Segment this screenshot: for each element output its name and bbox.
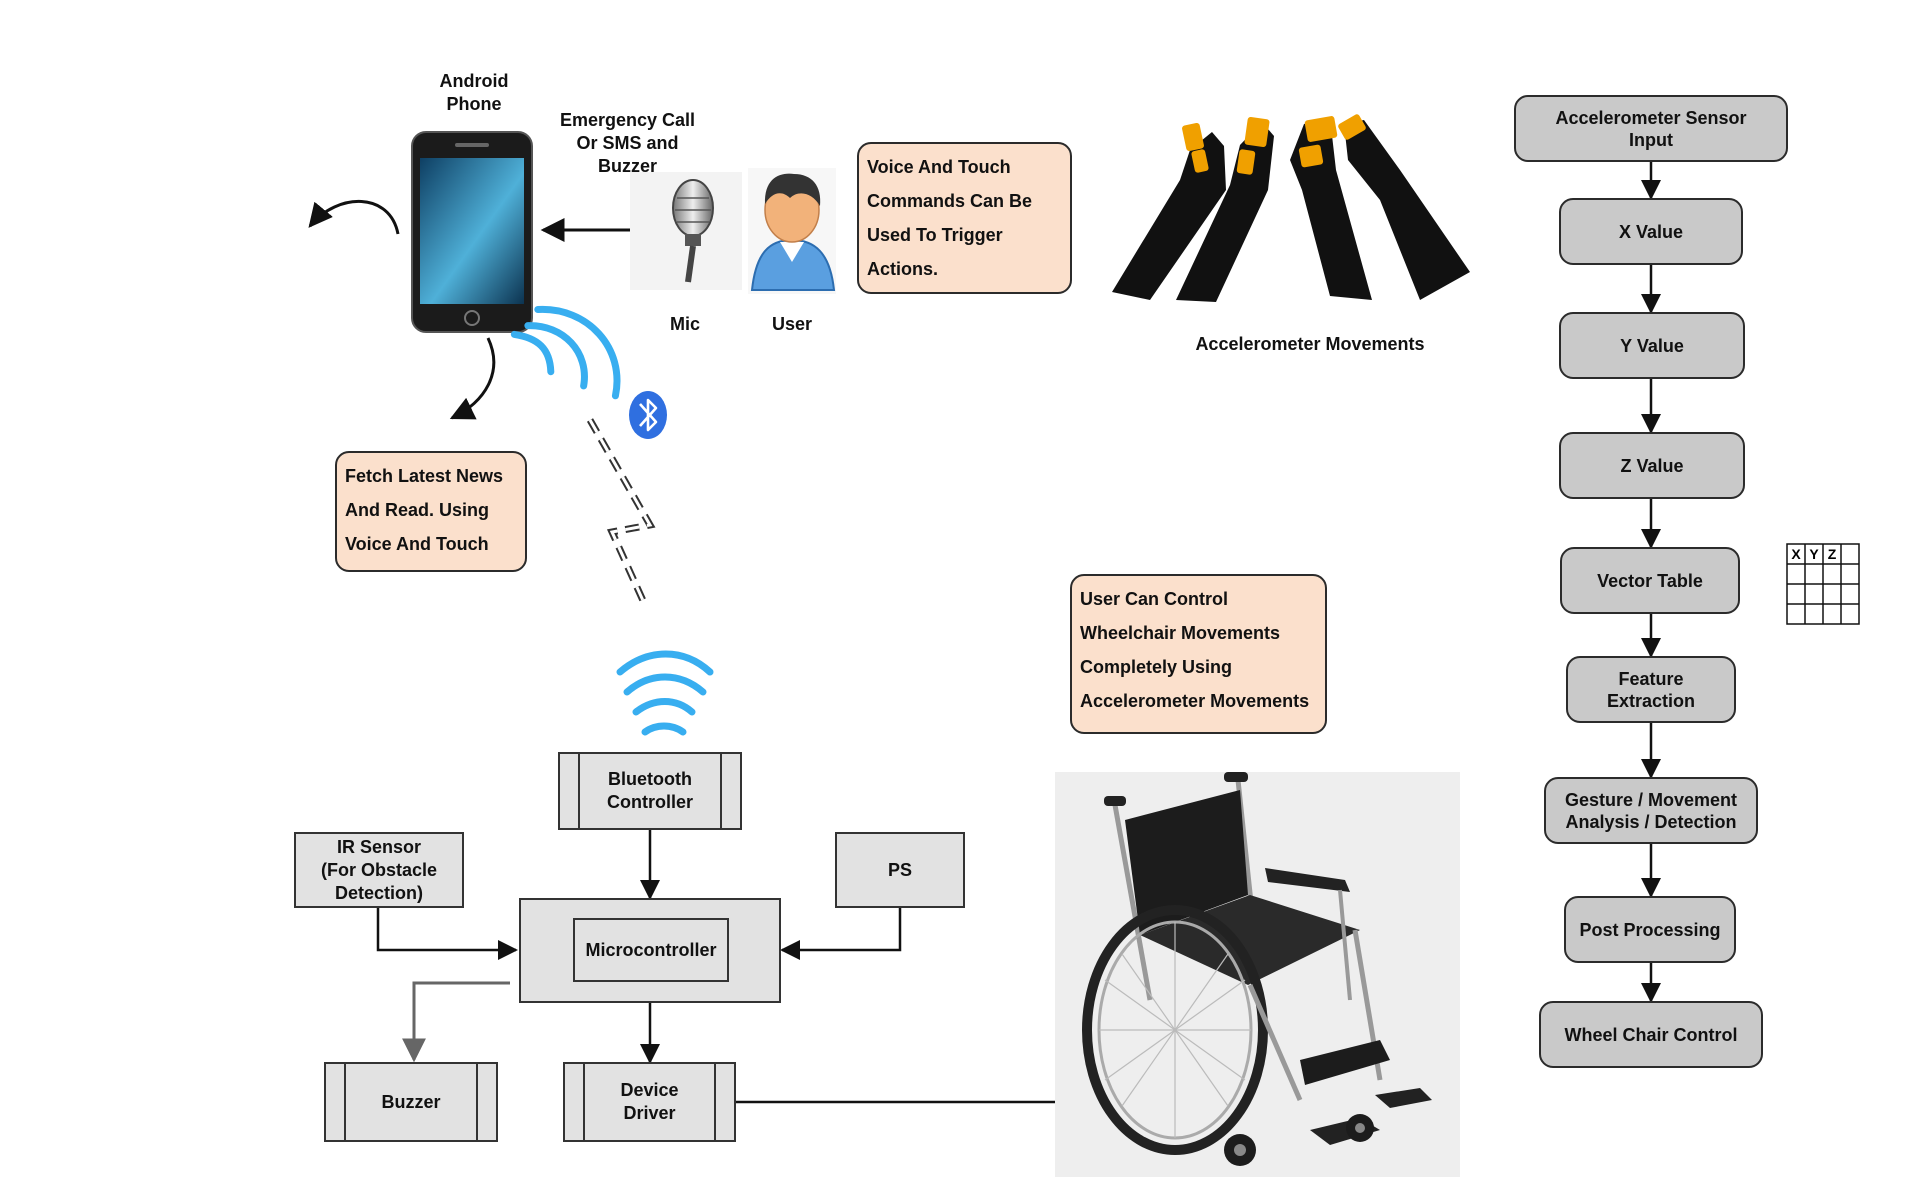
- vector-table-grid-icon: [1786, 543, 1860, 625]
- mic-label: Mic: [669, 314, 700, 334]
- flow-step-text: Accelerometer Sensor: [1555, 107, 1747, 128]
- wheelchair-note-line: Completely Using: [1080, 657, 1233, 677]
- accelerometer-caption: Accelerometer Movements: [1195, 334, 1425, 354]
- android-phone-label-line1: Android: [439, 71, 509, 91]
- bluetooth-controller-block: Bluetooth Controller: [558, 752, 742, 830]
- flow-step-text: Y Value: [1620, 335, 1684, 356]
- device-driver-block: Device Driver: [563, 1062, 736, 1142]
- device-driver-text: Driver: [623, 1103, 676, 1123]
- emergency-label: Emergency Call Or SMS and Buzzer: [540, 109, 715, 178]
- wireless-link: [586, 418, 656, 607]
- microcontroller-label-box: Microcontroller: [573, 918, 729, 982]
- buzzer-block: Buzzer: [324, 1062, 498, 1142]
- vector-header-x: X: [1791, 546, 1801, 562]
- flow-step-post-processing: Post Processing: [1564, 896, 1736, 963]
- bluetooth-signal-icon: [616, 650, 714, 736]
- flow-step-accelerometer-input: Accelerometer Sensor Input: [1514, 95, 1788, 162]
- voice-touch-note-line: Used To Trigger: [867, 225, 1003, 245]
- bluetooth-icon: [629, 391, 667, 439]
- accelerometer-hands-icon: [1112, 114, 1470, 302]
- buzzer-connector: [402, 981, 510, 1063]
- wheelchair-note-line: Accelerometer Movements: [1080, 691, 1310, 711]
- flow-step-y-value: Y Value: [1559, 312, 1745, 379]
- android-phone-icon: [411, 131, 533, 333]
- microphone-icon: [630, 172, 742, 290]
- emergency-label-line1: Emergency Call: [559, 110, 696, 130]
- flow-step-z-value: Z Value: [1559, 432, 1745, 499]
- ir-sensor-text: (For Obstacle: [320, 859, 438, 880]
- flow-step-gesture-analysis: Gesture / Movement Analysis / Detection: [1544, 777, 1758, 844]
- flow-step-text: Post Processing: [1579, 919, 1721, 940]
- voice-touch-note-line: Actions.: [867, 259, 939, 279]
- device-driver-text: Device: [620, 1080, 679, 1100]
- phone-signal-icon: [510, 306, 621, 400]
- power-supply-block: PS: [835, 832, 965, 908]
- flow-step-x-value: X Value: [1559, 198, 1743, 265]
- news-note-line: Voice And Touch: [345, 534, 489, 554]
- flow-step-text: X Value: [1618, 221, 1684, 242]
- voice-touch-note-line: Commands Can Be: [867, 191, 1033, 211]
- hardware-connectors: [376, 830, 1116, 1112]
- bluetooth-controller-text: Controller: [606, 792, 693, 812]
- flow-step-text: Gesture / Movement: [1564, 789, 1738, 810]
- flow-step-feature-extraction: Feature Extraction: [1566, 656, 1736, 723]
- android-phone-label-line2: Phone: [446, 94, 502, 114]
- news-note: Fetch Latest News And Read. Using Voice …: [335, 451, 527, 572]
- flow-step-text: Feature: [1618, 668, 1684, 689]
- ir-sensor-block: IR Sensor (For Obstacle Detection): [294, 832, 464, 908]
- ir-sensor-text: IR Sensor: [336, 836, 422, 857]
- flow-step-text: Vector Table: [1597, 570, 1703, 591]
- bluetooth-controller-text: Bluetooth: [608, 769, 692, 789]
- android-phone-label: Android Phone: [414, 70, 534, 116]
- wheelchair-note-line: User Can Control: [1080, 589, 1229, 609]
- flow-step-wheelchair-control: Wheel Chair Control: [1539, 1001, 1763, 1068]
- ir-sensor-text: Detection): [334, 882, 423, 903]
- user-icon: [748, 168, 836, 294]
- emergency-label-line3: Buzzer: [597, 156, 657, 176]
- flow-step-text: Z Value: [1620, 455, 1684, 476]
- news-note-line: And Read. Using: [345, 500, 490, 520]
- flow-step-text: Wheel Chair Control: [1564, 1024, 1738, 1045]
- flow-step-text: Extraction: [1606, 690, 1696, 711]
- wheelchair-note-line: Wheelchair Movements: [1080, 623, 1281, 643]
- emergency-label-line2: Or SMS and: [576, 133, 679, 153]
- vector-header-z: Z: [1827, 546, 1837, 562]
- wheelchair-control-note: User Can Control Wheelchair Movements Co…: [1070, 574, 1327, 734]
- user-label: User: [771, 314, 813, 334]
- microcontroller-block: Microcontroller: [519, 898, 781, 1003]
- flow-step-text: Analysis / Detection: [1565, 811, 1737, 832]
- rotation-arrow: [308, 200, 400, 235]
- news-note-line: Fetch Latest News: [345, 466, 504, 486]
- wheelchair-icon: [1055, 772, 1460, 1177]
- news-arrow: [449, 337, 496, 420]
- voice-touch-note: Voice And Touch Commands Can Be Used To …: [857, 142, 1072, 294]
- flow-step-vector-table: Vector Table: [1560, 547, 1740, 614]
- vector-header-y: Y: [1809, 546, 1819, 562]
- flow-step-text: Input: [1629, 129, 1673, 150]
- voice-touch-note-line: Voice And Touch: [867, 157, 1011, 177]
